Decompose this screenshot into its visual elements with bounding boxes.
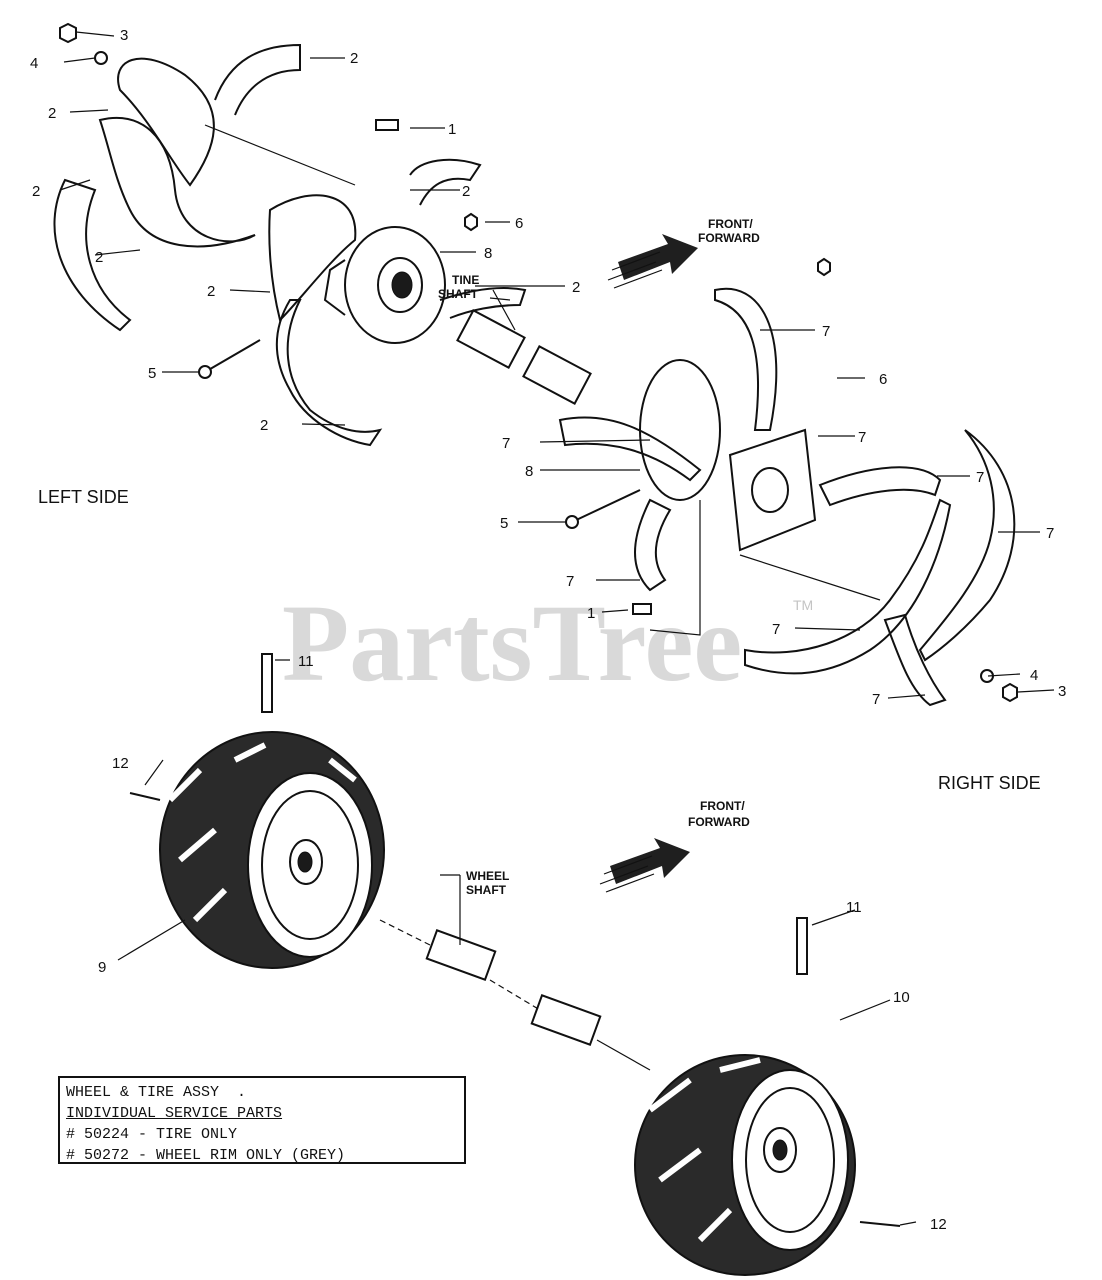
right-tine-blade	[744, 498, 952, 675]
callout-12: 12	[112, 755, 129, 772]
callout-7: 7	[872, 691, 880, 708]
callout-4: 4	[1030, 667, 1038, 684]
service-box-line2: INDIVIDUAL SERVICE PARTS	[66, 1105, 283, 1122]
left-wheel-hub	[289, 839, 323, 885]
callout-8: 8	[484, 245, 492, 262]
callout-2: 2	[350, 50, 358, 67]
callout-2: 2	[48, 105, 56, 122]
front-forward-line1-top: FRONT/	[708, 217, 753, 231]
callout-4: 4	[30, 55, 38, 72]
service-box-line3: # 50224 - TIRE ONLY	[66, 1126, 238, 1143]
callout-2: 2	[572, 279, 580, 296]
leader-lines	[59, 31, 1055, 1226]
left-pin-11	[261, 653, 273, 713]
callout-2: 2	[207, 283, 215, 300]
watermark-tm: TM	[793, 597, 813, 613]
left-nut-6	[464, 212, 478, 232]
right-tine-blade	[714, 287, 778, 431]
callout-2: 2	[260, 417, 268, 434]
service-box-line4: # 50272 - WHEEL RIM ONLY (GREY)	[66, 1147, 346, 1164]
wheel-shaft-label-line1: WHEEL	[466, 869, 509, 883]
front-forward-arrow-bottom	[599, 838, 690, 893]
left-tine-assembly	[53, 22, 592, 447]
tine-shaft-label-line1: TINE	[452, 273, 479, 287]
callout-11: 11	[846, 899, 862, 916]
left-nut-3	[59, 22, 77, 44]
left-tine-blade	[268, 194, 357, 322]
left-tine-blade	[98, 116, 256, 248]
tine-shaft-label-line2: SHAFT	[438, 287, 479, 301]
callout-6: 6	[515, 215, 523, 232]
callout-11: 11	[298, 653, 314, 670]
right-tine-blade	[634, 498, 672, 592]
callout-5: 5	[148, 365, 156, 382]
left-tine-blade	[117, 57, 215, 187]
right-nut-6	[817, 257, 831, 277]
tine-shaft-right	[522, 345, 592, 405]
callout-10: 10	[893, 989, 910, 1006]
callout-2: 2	[95, 249, 103, 266]
right-side-label: RIGHT SIDE	[938, 773, 1041, 793]
right-tine-blade	[918, 429, 1016, 662]
right-tine-assembly	[558, 257, 1018, 707]
callout-7: 7	[976, 469, 984, 486]
service-parts-box: WHEEL & TIRE ASSY . INDIVIDUAL SERVICE P…	[58, 1076, 466, 1164]
callout-6: 6	[879, 371, 887, 388]
right-wheel-assembly	[634, 917, 901, 1276]
callout-7: 7	[772, 621, 780, 638]
callout-7: 7	[566, 573, 574, 590]
callout-3: 3	[1058, 683, 1066, 700]
wheel-shaft-label-line2: SHAFT	[466, 883, 507, 897]
callout-7: 7	[1046, 525, 1054, 542]
right-wheel-hub	[763, 1127, 797, 1173]
service-box-line1: WHEEL & TIRE ASSY .	[66, 1084, 247, 1101]
callout-9: 9	[98, 959, 106, 976]
tine-shaft-left	[456, 309, 526, 369]
right-pin-11	[796, 917, 808, 975]
front-forward-line2-top: FORWARD	[698, 231, 760, 245]
front-forward-arrow-top	[607, 234, 698, 289]
left-tine-blade	[53, 178, 132, 332]
right-nut-3	[1002, 682, 1018, 703]
left-side-label: LEFT SIDE	[38, 487, 129, 507]
callout-1: 1	[587, 605, 595, 622]
callout-2: 2	[32, 183, 40, 200]
callout-3: 3	[120, 27, 128, 44]
callout-7: 7	[822, 323, 830, 340]
right-bolt-1	[632, 603, 652, 615]
callout-7: 7	[502, 435, 510, 452]
callout-12: 12	[930, 1216, 947, 1233]
callout-7: 7	[858, 429, 866, 446]
wheel-shaft	[379, 919, 651, 1071]
left-tine-blade	[275, 299, 383, 447]
right-tine-blade	[883, 613, 947, 707]
left-clip-12	[129, 792, 161, 801]
right-hub-plate	[728, 428, 817, 552]
left-washer-4	[94, 51, 108, 65]
left-wheel-assembly	[129, 653, 385, 969]
front-forward-line1-bottom: FRONT/	[700, 799, 745, 813]
callout-8: 8	[525, 463, 533, 480]
callout-2: 2	[462, 183, 470, 200]
left-bolt-5	[204, 339, 261, 373]
right-bolt-5	[571, 489, 641, 523]
left-bolt-1	[375, 119, 399, 131]
callout-5: 5	[500, 515, 508, 532]
callout-1: 1	[448, 121, 456, 138]
right-wheel-rim	[731, 1069, 849, 1251]
right-tine-blade	[558, 416, 702, 482]
front-forward-line2-bottom: FORWARD	[688, 815, 750, 829]
right-tine-blade	[818, 466, 942, 507]
right-clip-12	[859, 1221, 901, 1227]
watermark-text: PartsTree	[282, 582, 742, 704]
